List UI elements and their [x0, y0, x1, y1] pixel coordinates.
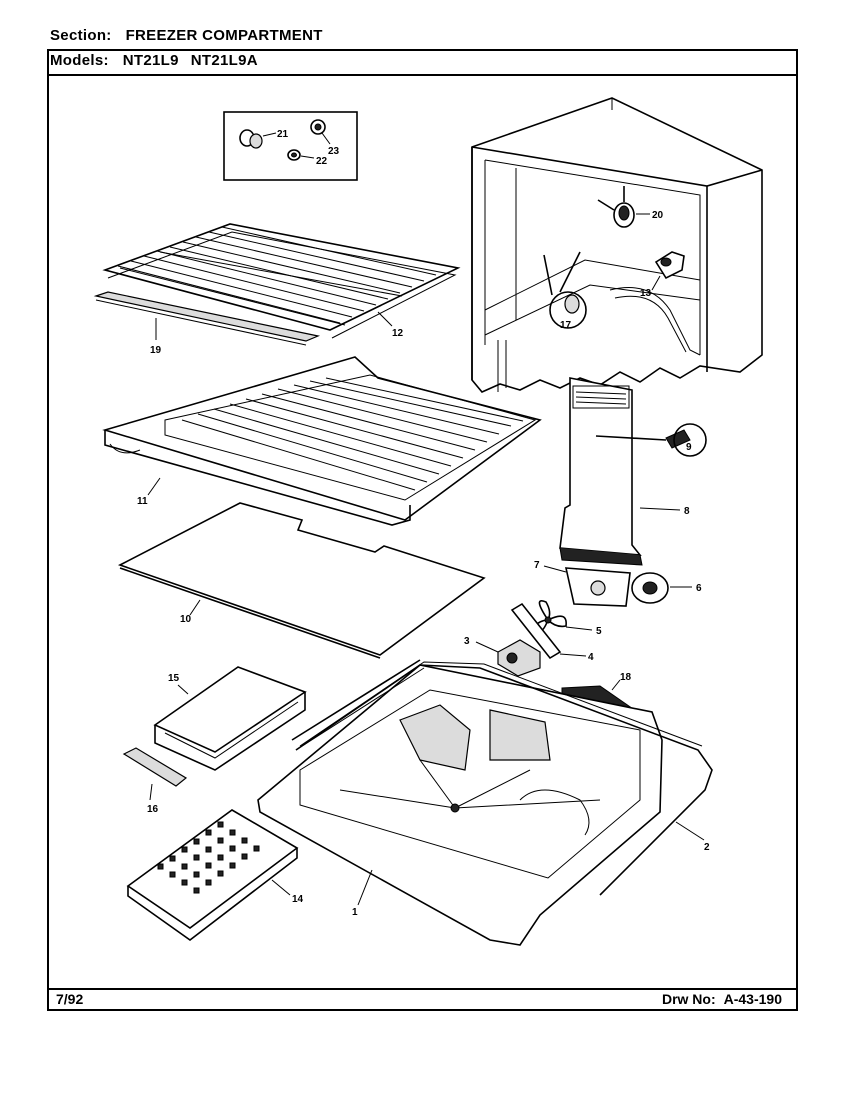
- part-14-ice-tray: 14: [126, 809, 304, 941]
- callout-18: 18: [620, 672, 632, 683]
- callout-2: 2: [704, 842, 710, 853]
- section-label: Section:: [50, 27, 112, 44]
- models-divider: [47, 74, 798, 76]
- section-value: FREEZER COMPARTMENT: [125, 27, 323, 44]
- part-3-fan-motor: 3: [464, 636, 541, 677]
- inset-small-parts: 21 23 22: [223, 111, 358, 181]
- part-1-evaporator-cover: 1: [257, 659, 663, 946]
- part-4-motor-bracket: 4: [510, 602, 594, 663]
- callout-19: 19: [150, 345, 162, 356]
- callout-15: 15: [168, 673, 180, 684]
- callout-5: 5: [596, 626, 602, 637]
- callout-4: 4: [588, 652, 594, 663]
- callout-16: 16: [147, 804, 159, 815]
- callout-12: 12: [392, 328, 404, 339]
- models-line: Models: NT21L9 NT21L9A: [50, 52, 270, 69]
- part-15-tray: 15: [153, 666, 307, 771]
- model-number-2: NT21L9A: [190, 52, 258, 69]
- part-23-bulb: [310, 119, 331, 145]
- revision-date: 7/92: [56, 991, 84, 1007]
- callout-8: 8: [684, 506, 690, 517]
- drawing-frame: [47, 49, 798, 1011]
- model-number-1: NT21L9: [122, 52, 179, 69]
- callout-23: 23: [328, 146, 340, 157]
- callout-3: 3: [464, 636, 470, 647]
- callout-14: 14: [292, 894, 304, 905]
- part-20-light-socket: 20: [597, 186, 664, 228]
- part-17-knob: 17: [543, 251, 587, 331]
- part-13-control: 13: [640, 251, 685, 299]
- callout-20: 20: [652, 210, 664, 221]
- footer-divider: [47, 988, 798, 990]
- inset-box: [223, 111, 358, 181]
- models-label: Models:: [50, 52, 109, 69]
- freezer-liner: [471, 97, 763, 393]
- part-19-trim: 19: [93, 291, 321, 356]
- part-11-shelf: 11: [102, 356, 542, 526]
- callout-9: 9: [686, 442, 692, 453]
- part-21-clip: [239, 129, 277, 149]
- part-7-bracket: 7: [534, 560, 631, 607]
- drawing-label: Drw No:: [661, 991, 716, 1007]
- part-10-mat: 10: [117, 502, 486, 659]
- part-22-socket: [287, 149, 315, 161]
- section-line: Section: FREEZER COMPARTMENT: [50, 27, 323, 44]
- part-6-shroud: 6: [631, 572, 702, 604]
- callout-13: 13: [640, 288, 652, 299]
- callout-10: 10: [180, 614, 192, 625]
- part-16-handle: 16: [122, 747, 188, 815]
- callout-22: 22: [316, 156, 328, 167]
- callout-6: 6: [696, 583, 702, 594]
- part-9-screw: 9: [595, 423, 707, 457]
- callout-17: 17: [560, 320, 572, 331]
- drawing-number-line: Drw No: A-43-190: [662, 991, 782, 1007]
- callout-11: 11: [137, 496, 148, 507]
- callout-1: 1: [352, 907, 358, 918]
- part-2-gasket: 2: [295, 661, 713, 896]
- callout-21: 21: [277, 129, 289, 140]
- callout-7: 7: [534, 560, 540, 571]
- part-12-wire-shelf: 12: [102, 223, 461, 339]
- drawing-number: A-43-190: [723, 991, 782, 1007]
- part-8-air-duct: 8: [559, 377, 690, 566]
